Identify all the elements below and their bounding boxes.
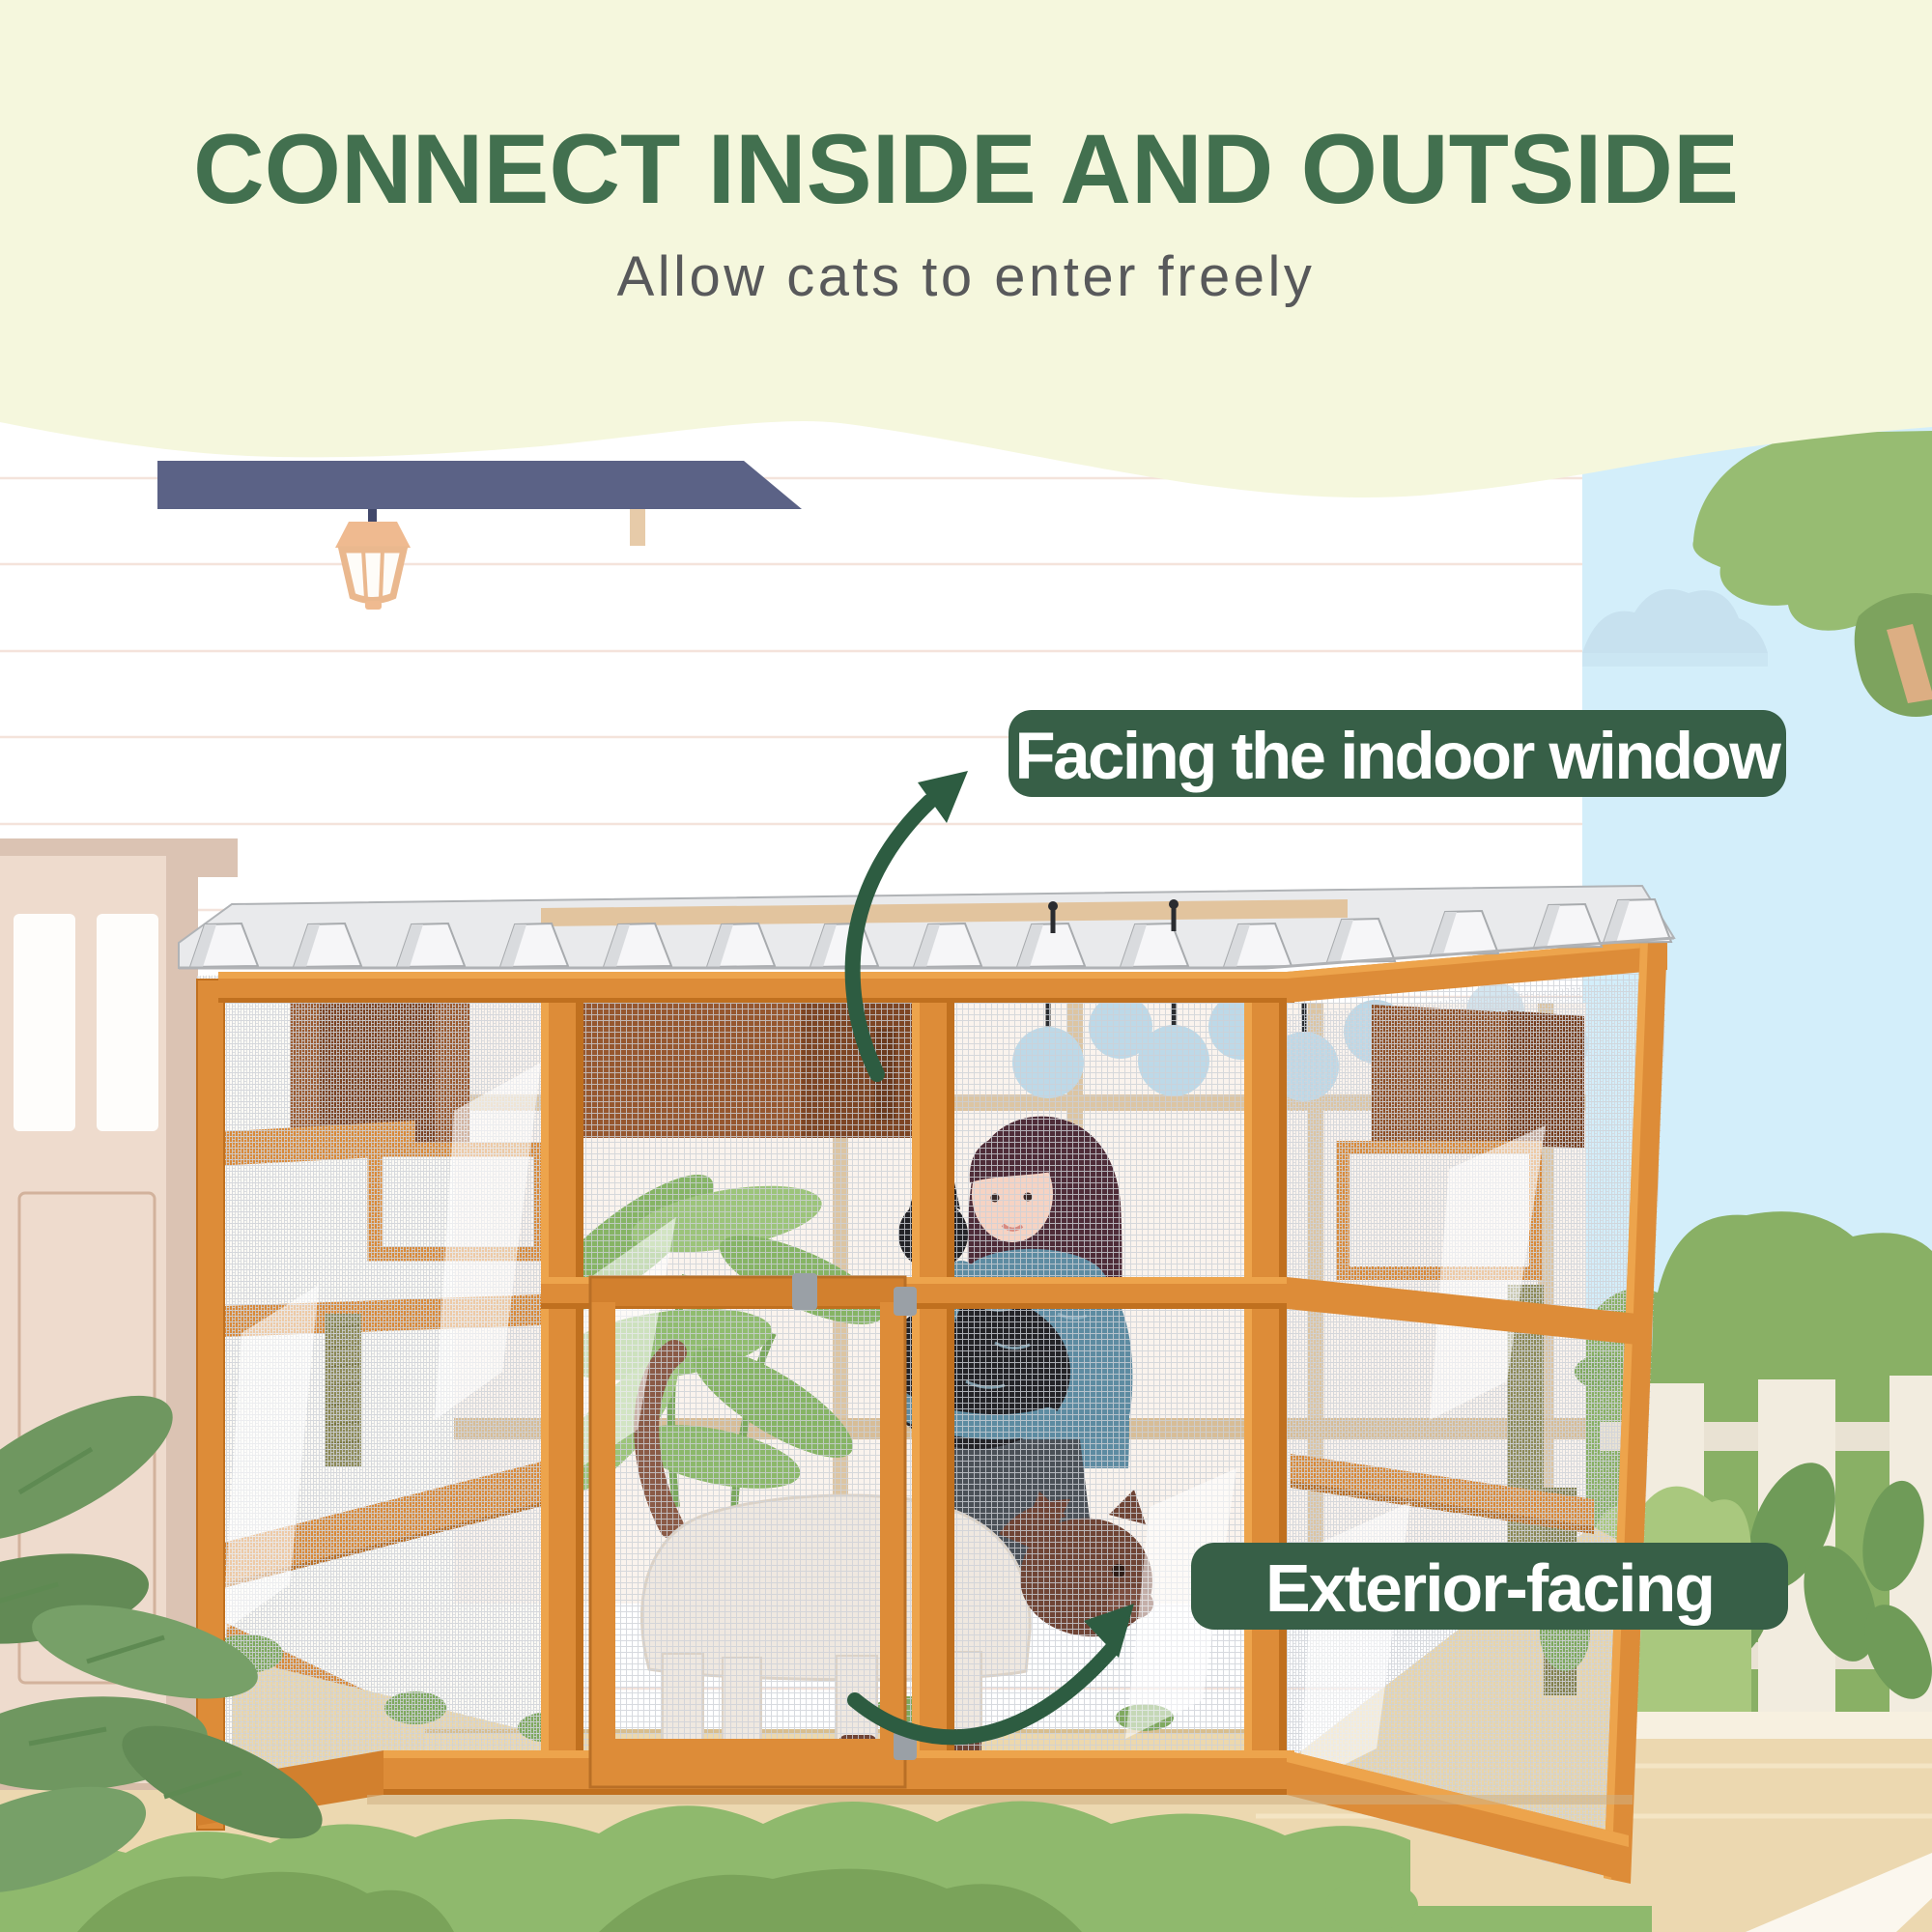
svg-text:Exterior-facing: Exterior-facing: [1265, 1550, 1714, 1626]
svg-text:Facing the indoor window: Facing the indoor window: [1015, 719, 1782, 793]
svg-text:Allow cats to enter freely: Allow cats to enter freely: [617, 245, 1316, 308]
svg-text:CONNECT INSIDE AND OUTSIDE: CONNECT INSIDE AND OUTSIDE: [193, 114, 1739, 224]
